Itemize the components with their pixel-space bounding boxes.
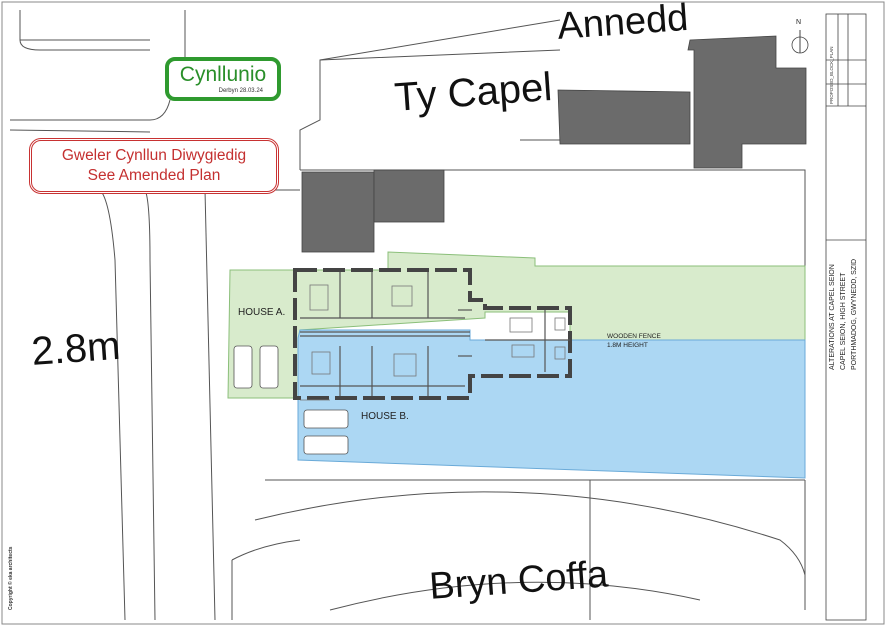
planning-stamp-title: Cynllunio — [179, 63, 267, 86]
label-height: 2.8m — [30, 323, 122, 374]
planning-stamp-date: Derbyn 28.03.24 — [218, 88, 263, 94]
fence-note-line1: WOODEN FENCE — [607, 333, 661, 340]
label-house-a: HOUSE A. — [238, 307, 286, 318]
title-block — [825, 13, 867, 621]
planning-received-stamp: Cynllunio Derbyn 28.03.24 — [165, 57, 281, 101]
north-letter: N — [796, 19, 802, 26]
interior-walls — [300, 272, 570, 396]
amended-stamp-english: See Amended Plan — [87, 167, 221, 184]
furniture — [300, 284, 566, 401]
amended-stamp-welsh: Gweler Cynllun Diwygiedig — [61, 147, 247, 164]
project-line-1: ALTERATIONS AT CAPEL SEION — [829, 264, 836, 370]
label-house-b: HOUSE B. — [361, 411, 409, 422]
house-b-plot — [297, 329, 806, 479]
copyright-note: Copyright © eka architects — [8, 546, 14, 610]
fence-note-line2: 1.8M HEIGHT — [607, 342, 648, 349]
house-footprint — [293, 268, 572, 400]
parked-cars — [233, 345, 349, 455]
amended-plan-stamp: Gweler Cynllun Diwygiedig See Amended Pl… — [29, 138, 279, 194]
project-line-2: CAPEL SEION, HIGH STREET — [840, 272, 847, 370]
project-line-3: PORTHMADOG, GWYNEDD, SZID — [851, 258, 858, 370]
fence-note: WOODEN FENCE 1.8M HEIGHT — [607, 332, 661, 350]
neighbour-buildings — [301, 35, 807, 253]
drawing-title: PROPOSED_BLOCK_PLAN — [829, 46, 834, 104]
